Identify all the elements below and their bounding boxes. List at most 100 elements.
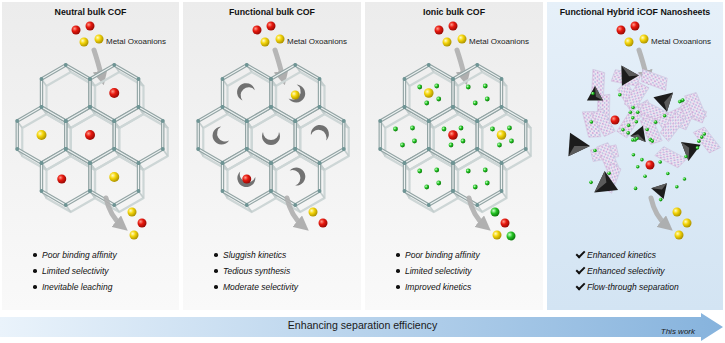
front-layer — [42, 149, 90, 205]
framework-node — [475, 203, 479, 207]
framework-node — [318, 189, 322, 193]
framework-node — [64, 147, 68, 151]
tetrahedron-face — [621, 60, 639, 80]
framework-node — [500, 161, 504, 165]
red-oxoanion — [449, 22, 458, 31]
framework-node — [500, 105, 504, 109]
framework-node — [221, 161, 225, 165]
green-ion — [412, 139, 417, 144]
framework-node — [403, 105, 407, 109]
red-oxoanion — [319, 219, 328, 228]
green-ion — [593, 149, 597, 153]
framework-node — [269, 105, 273, 109]
framework-node — [427, 147, 431, 151]
green-ion — [632, 153, 636, 157]
front-layer-highlight — [223, 65, 271, 121]
green-ion — [658, 160, 662, 164]
framework-node — [378, 147, 382, 151]
green-ion — [410, 126, 415, 131]
yellow-oxoanion — [683, 219, 692, 228]
front-layer-highlight — [271, 149, 319, 205]
framework-node — [500, 105, 504, 109]
framework-node — [427, 147, 431, 151]
framework-node — [293, 147, 297, 151]
framework-node — [64, 203, 68, 207]
yellow-oxoanion — [625, 38, 634, 47]
red-oxoanion — [631, 22, 640, 31]
flow-arrow — [651, 198, 667, 226]
green-ion — [449, 143, 454, 148]
red-oxoanion — [85, 130, 95, 140]
tetrahedron — [568, 133, 590, 158]
nanosheet — [655, 147, 687, 168]
green-ion — [393, 127, 398, 132]
functional-group — [289, 165, 307, 186]
framework-node — [245, 203, 249, 207]
framework-node — [451, 77, 455, 81]
framework-node — [427, 119, 431, 123]
flow-arrow — [469, 198, 485, 226]
framework-node — [112, 147, 116, 151]
red-oxoanion — [611, 116, 620, 125]
framework-node — [403, 189, 407, 193]
framework-node — [137, 77, 141, 81]
framework-node — [64, 147, 68, 151]
red-oxoanion — [435, 26, 444, 35]
bullet-point: Moderate selectivity — [213, 282, 298, 292]
framework-node — [451, 189, 455, 193]
front-layer — [42, 65, 90, 121]
bullet-point: Limited selectivity — [395, 266, 472, 276]
bullet-point: Improved kinetics — [395, 282, 471, 292]
framework-node — [137, 161, 141, 165]
tetrahedron-face — [630, 126, 652, 147]
yellow-oxoanion — [291, 91, 300, 100]
framework-node — [269, 77, 273, 81]
yellow-oxoanion — [276, 35, 285, 44]
yellow-oxoanion — [95, 35, 104, 44]
tetrahedron-face — [651, 180, 667, 191]
framework-node — [475, 147, 479, 151]
framework-node — [245, 147, 249, 151]
framework-node — [64, 147, 68, 151]
green-ion — [461, 139, 466, 144]
yellow-oxoanion — [675, 231, 684, 240]
red-oxoanion — [448, 130, 458, 140]
yellow-oxoanion — [37, 130, 47, 140]
tetrahedron-face — [660, 92, 680, 111]
framework-node — [475, 147, 479, 151]
framework-node — [40, 105, 44, 109]
red-oxoanion — [617, 26, 626, 35]
framework-node — [451, 161, 455, 165]
green-ion — [434, 168, 439, 173]
framework-node — [161, 119, 165, 123]
green-ion — [651, 139, 655, 143]
panel: Ionic bulk COFMetal OxoanionsPoor bindin… — [365, 2, 543, 310]
panel-title: Functional Hybrid iCOF Nanosheets — [547, 7, 723, 17]
framework-node — [500, 161, 504, 165]
front-layer-highlight — [453, 149, 501, 205]
framework-node — [451, 77, 455, 81]
flow-arrow — [106, 198, 122, 226]
nanosheet — [660, 112, 684, 142]
framework-node — [15, 147, 19, 151]
framework-node — [137, 105, 141, 109]
framework-node — [293, 147, 297, 151]
framework-node — [112, 147, 116, 151]
yellow-oxoanion — [673, 208, 682, 217]
green-ion — [466, 85, 471, 90]
functional-group — [209, 126, 229, 148]
front-layer-highlight — [405, 149, 453, 205]
front-layer — [405, 149, 453, 205]
functional-group — [233, 79, 255, 101]
framework-node — [137, 105, 141, 109]
nanosheet — [641, 69, 667, 90]
bullet-point: Enhanced selectivity — [577, 266, 665, 276]
red-oxoanion — [109, 88, 119, 98]
framework-node — [524, 147, 528, 151]
green-ion — [589, 181, 593, 185]
framework-node — [88, 77, 92, 81]
red-oxoanion — [253, 26, 262, 35]
framework-node — [318, 161, 322, 165]
bullet-point: Sluggish kinetics — [213, 250, 286, 260]
